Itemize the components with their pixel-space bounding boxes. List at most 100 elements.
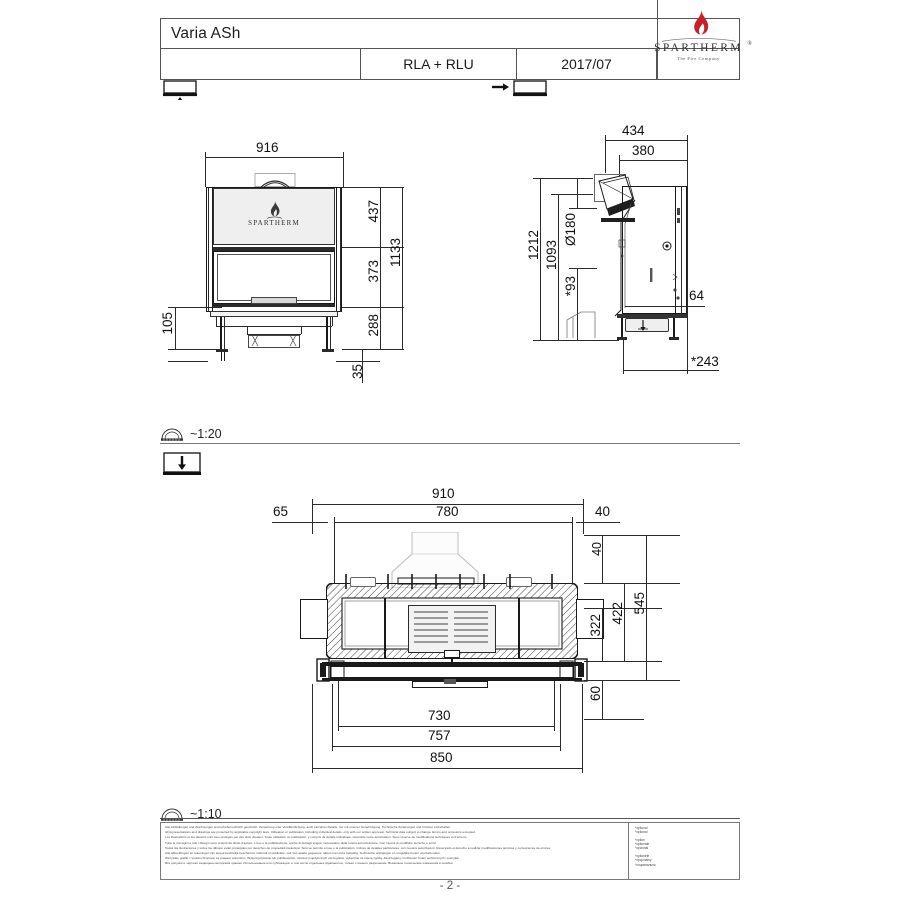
dim-730: 730 <box>428 708 451 723</box>
optional-note: *opcjonalny <box>635 858 652 863</box>
flange-right <box>506 577 532 587</box>
optional-note: *optional <box>635 826 648 830</box>
optional-group: *option *optionale *opcional <box>635 838 739 851</box>
side-lug-right <box>576 599 604 639</box>
footer-divider <box>160 818 740 819</box>
ash-box-side <box>625 318 669 332</box>
footer-legal-block: Alle Abbildungen und Zeichnungen sind ur… <box>160 822 740 880</box>
brand-logo: SPARTHERM ® The Fire Company <box>654 0 752 79</box>
optional-group: *optional *optional <box>635 826 739 835</box>
firebox-profile <box>601 200 636 317</box>
dim-93: *93 <box>563 276 578 297</box>
optional-note: *optionele <box>635 853 650 858</box>
ash-pan-brackets <box>251 335 297 347</box>
grille-latch <box>444 650 460 658</box>
title-blank-cell <box>161 49 361 79</box>
product-type: RLA + RLU <box>361 49 517 79</box>
top-view-symbol <box>163 452 201 483</box>
adjustable-foot-right <box>322 349 334 352</box>
flange-left <box>350 577 376 587</box>
optional-note: *optional <box>635 830 648 835</box>
dim-243: *243 <box>691 354 719 369</box>
scale-label-upper: ~1:20 <box>190 426 222 441</box>
front-elevation-view: 916 SPARTHERM <box>150 130 460 420</box>
front-rail <box>322 662 582 666</box>
revision-date: 2017/07 <box>517 49 657 79</box>
dim-1133: 1133 <box>388 238 403 268</box>
handle-knob <box>444 679 456 684</box>
appliance-body-side <box>622 186 687 314</box>
bracket-right <box>559 658 588 682</box>
top-fins <box>345 574 553 589</box>
dim-322: 322 <box>588 614 603 637</box>
optional-note: *опционально <box>635 862 656 867</box>
front-view-symbol <box>163 80 197 111</box>
scale-indicator-lower: ~1:10 <box>160 806 222 821</box>
dim-65: 65 <box>273 504 289 519</box>
dim-60: 60 <box>588 686 603 702</box>
foot-side-right <box>669 337 679 340</box>
side-lug-left <box>300 599 328 639</box>
footer-copyright-text: Alle Abbildungen und Zeichnungen sind ur… <box>161 823 629 879</box>
firebox-frame <box>213 247 335 251</box>
dim-288: 288 <box>366 314 381 337</box>
optional-note: *optionale <box>635 842 650 847</box>
dim-diameter-180: Ø180 <box>563 213 578 247</box>
bracket-left <box>316 658 345 682</box>
dim-850: 850 <box>430 750 453 765</box>
scale-indicator-upper: ~1:20 <box>160 426 222 441</box>
dim-40-right: 40 <box>595 504 611 519</box>
panel-flame-icon <box>266 201 283 219</box>
footer-line: All representations and drawings are pro… <box>165 830 476 835</box>
dim-64: 64 <box>689 288 705 303</box>
upper-panel <box>213 188 335 245</box>
footer-line: Все рисунки и чертежи защищены авторским… <box>165 861 454 866</box>
footer-line: Todas las ilustraciones y todos los dibu… <box>165 845 552 850</box>
glass-inner <box>217 254 331 301</box>
scale-ruler-icon-lower <box>161 808 183 821</box>
side-elevation-view: 434 380 <box>505 118 740 408</box>
dim-1093: 1093 <box>544 240 559 271</box>
plan-view: 910 780 65 40 <box>250 480 680 800</box>
hinge-upper <box>677 208 680 215</box>
base-plate-side <box>617 314 687 318</box>
dim-422: 422 <box>610 602 625 625</box>
dim-757: 757 <box>428 728 451 743</box>
side-fittings <box>650 241 680 300</box>
dim-1212: 1212 <box>526 230 541 261</box>
dim-105: 105 <box>160 312 175 335</box>
logo-wordmark: SPARTHERM ® <box>654 41 752 55</box>
optional-group: *optionele *opcjonalny *опционально <box>635 854 739 867</box>
flue-hood-plan <box>391 532 479 588</box>
air-inlet-arrow <box>638 320 648 331</box>
footer-optional-notes: *optional *optional *option *optionale *… <box>629 823 739 879</box>
rear-hatch <box>566 311 596 338</box>
footer-line: Alle Abbildungen und Zeichnungen sind ur… <box>165 825 452 829</box>
logo-wordmark-text: SPARTHERM <box>654 42 743 54</box>
scale-ruler-icon <box>161 428 183 441</box>
logo-swoosh <box>661 38 736 42</box>
dim-780: 780 <box>436 504 459 519</box>
dim-910: 910 <box>432 486 455 501</box>
title-row-model: Varia ASh <box>161 19 739 49</box>
title-row-meta: RLA + RLU 2017/07 <box>161 49 739 79</box>
footer-line: Wszystkie grafiki i rysunki chronione są… <box>165 856 460 861</box>
model-name: Varia ASh <box>171 24 241 42</box>
grille-slats <box>414 611 488 643</box>
dim-380: 380 <box>632 143 655 158</box>
hinge-lower <box>677 218 680 223</box>
optional-note: *opcional <box>635 846 649 851</box>
scale-label-lower: ~1:10 <box>190 806 222 821</box>
optional-note: *option <box>635 837 645 842</box>
registered-mark: ® <box>747 41 752 47</box>
footer-line: Tutte le immagini e tutti i disegni sono… <box>165 840 438 845</box>
dim-545: 545 <box>632 592 647 615</box>
title-block: Varia ASh RLA + RLU 2017/07 SPARTHERM ® … <box>160 0 752 80</box>
base-frame <box>210 311 338 317</box>
dim-35: 35 <box>350 364 365 380</box>
page-number: - 2 - <box>439 880 461 892</box>
logo-tagline: The Fire Company <box>677 56 720 61</box>
dim-434: 434 <box>622 123 645 138</box>
footer-line: Alle afbeeldingen en tekeningen zijn aut… <box>165 851 441 856</box>
